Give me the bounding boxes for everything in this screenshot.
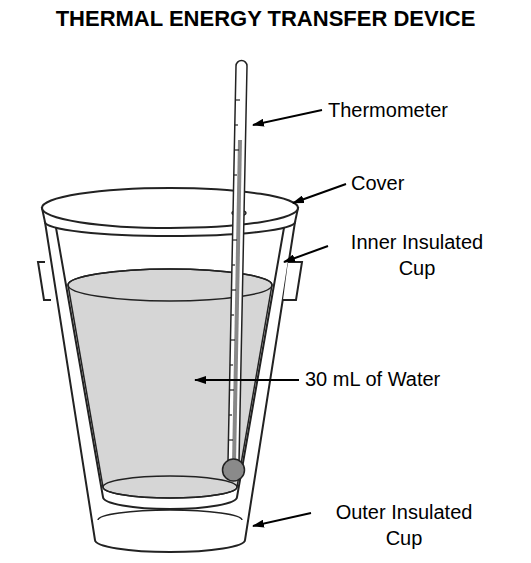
outer-cup (45, 222, 295, 552)
tick (235, 124, 238, 125)
leader-arrow (293, 184, 346, 203)
tick (234, 174, 237, 175)
part-label: Outer Insulated Cup (316, 499, 492, 551)
cup-sleeve (38, 262, 51, 300)
thermometer-ticks (229, 100, 241, 440)
cup-sleeve (283, 262, 302, 300)
tick (230, 389, 235, 390)
tick (229, 414, 232, 415)
outer-cup-floor (98, 510, 242, 520)
tick (232, 289, 237, 290)
tick (230, 364, 233, 365)
leader-arrow (253, 513, 311, 526)
inner-cup (55, 222, 285, 509)
leader-arrow (284, 246, 328, 262)
tick (233, 239, 238, 240)
thermometer-bulb (223, 459, 245, 481)
inner-cup-bottom (103, 476, 237, 498)
part-label: Inner Insulated Cup (332, 229, 502, 281)
thermometer-liquid (234, 140, 240, 465)
tick (229, 439, 234, 440)
diagram-title: THERMAL ENERGY TRANSFER DEVICE (56, 5, 476, 34)
part-label: Thermometer (328, 97, 448, 123)
tick (235, 99, 240, 100)
tick (232, 264, 235, 265)
leader-arrow (253, 110, 322, 125)
tick (234, 149, 239, 150)
cover (42, 188, 298, 228)
tick (231, 314, 234, 315)
part-label: Cover (351, 170, 404, 196)
leader-arrow (195, 379, 299, 381)
part-label: 30 mL of Water (305, 366, 440, 392)
leader-arrows (195, 110, 346, 526)
tick (231, 339, 236, 340)
